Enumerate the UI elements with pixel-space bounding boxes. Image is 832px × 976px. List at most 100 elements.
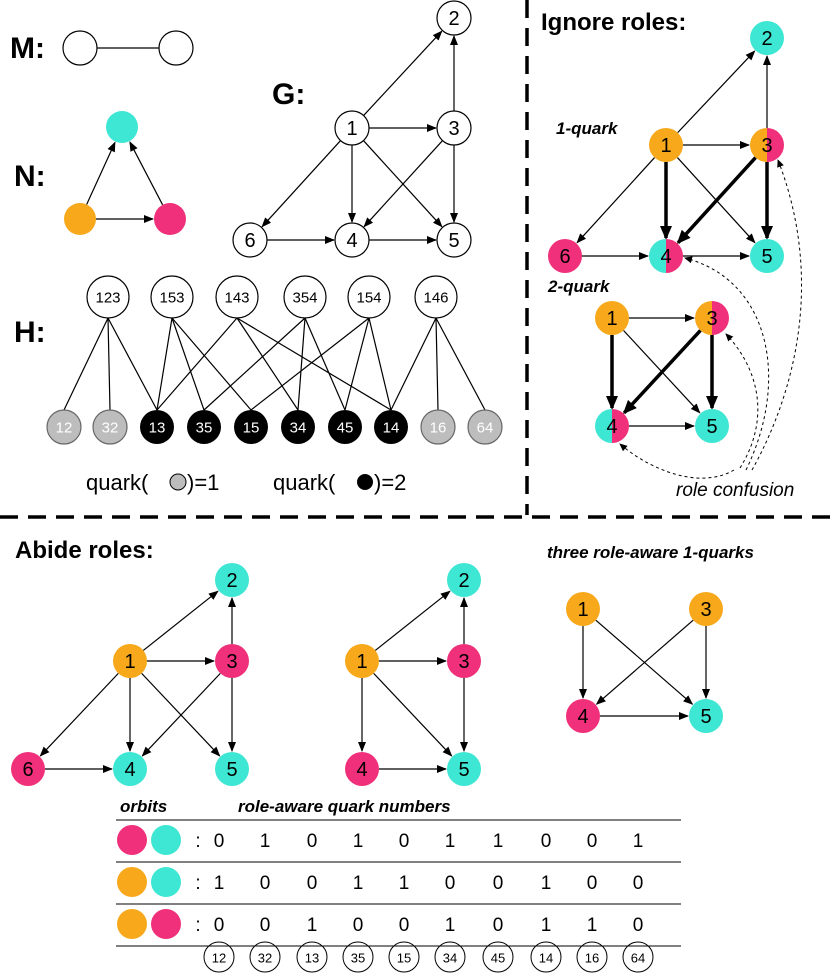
role-aware-edge (595, 619, 694, 705)
H-edge (368, 317, 392, 411)
H-edge (236, 317, 299, 411)
H-bottom-node-64: 64 (467, 409, 503, 445)
svg-text:34: 34 (443, 951, 457, 966)
svg-text:13: 13 (305, 951, 319, 966)
table-cell: 0 (399, 915, 410, 936)
svg-text:4: 4 (346, 230, 357, 252)
H-edge (171, 317, 205, 411)
label-H: H: (14, 316, 46, 349)
abide2-node-1: 1 (345, 644, 379, 678)
column-node-64: 64 (622, 941, 654, 973)
abide2-edge (374, 590, 451, 651)
svg-text:1: 1 (660, 135, 671, 157)
N-node-magenta (154, 203, 186, 235)
svg-text:154: 154 (356, 290, 381, 307)
label-N: N: (14, 160, 46, 193)
H-edge (107, 317, 111, 411)
ignore-1quark-node-6: 6 (548, 239, 582, 273)
table-cell: 1 (445, 915, 456, 936)
abide1-edge (142, 590, 219, 651)
label-orbits: orbits (120, 797, 167, 816)
svg-text:3: 3 (706, 308, 717, 330)
table-cell: 0 (214, 915, 225, 936)
svg-text:1: 1 (346, 118, 357, 140)
ignore-2quark-node-4: 4 (595, 409, 629, 443)
svg-text:15: 15 (243, 420, 260, 437)
abide1-node-3: 3 (215, 644, 249, 678)
N-node-orange (64, 203, 96, 235)
H-edge (304, 317, 346, 411)
svg-text:16: 16 (585, 951, 599, 966)
abide1-node-1: 1 (113, 644, 147, 678)
svg-text:3: 3 (700, 599, 711, 621)
svg-text:2: 2 (226, 570, 237, 592)
abide1-node-4: 4 (113, 752, 147, 786)
table-cell: 1 (260, 831, 271, 852)
H-edge (250, 317, 370, 411)
table-cell: 0 (214, 831, 225, 852)
column-node-13: 13 (296, 941, 328, 973)
abide1-edge (141, 672, 221, 757)
row-colon: : (195, 831, 200, 852)
H-bottom-node-34: 34 (281, 410, 315, 444)
table-cell: 1 (541, 873, 552, 894)
H-bottom-node-15: 15 (234, 410, 268, 444)
H-bottom-node-16: 16 (420, 409, 456, 445)
ignore-1quark-node-3: 3 (750, 128, 784, 162)
svg-text:4: 4 (606, 416, 617, 438)
H-edge (390, 317, 437, 411)
table-cell: 1 (633, 831, 644, 852)
svg-text:4: 4 (356, 759, 367, 781)
svg-text:6: 6 (244, 230, 255, 252)
svg-text:1: 1 (356, 651, 367, 673)
label-role-aware-quark-numbers: role-aware quark numbers (238, 797, 451, 816)
column-node-15: 15 (388, 941, 420, 973)
column-node-16: 16 (576, 941, 608, 973)
confusion-arrow-to-2q-4 (619, 443, 735, 479)
abide2-edge (373, 672, 453, 757)
svg-text:1: 1 (577, 599, 588, 621)
table-cell: 0 (587, 873, 598, 894)
svg-text:2: 2 (458, 570, 469, 592)
quark2-prefix: quark( (273, 470, 336, 495)
svg-text:5: 5 (706, 416, 717, 438)
label-1-quark: 1-quark (556, 119, 619, 138)
column-node-45: 45 (482, 941, 514, 973)
svg-text:35: 35 (351, 951, 365, 966)
H-bottom-node-12: 12 (46, 409, 82, 445)
svg-text:3: 3 (761, 135, 772, 157)
quark2-suffix: )=2 (374, 470, 406, 495)
abide1-edge (39, 672, 119, 757)
H-top-node-354: 354 (283, 275, 327, 319)
svg-text:2: 2 (761, 28, 772, 50)
table-cell: 1 (399, 873, 410, 894)
svg-text:3: 3 (458, 651, 469, 673)
svg-text:5: 5 (458, 759, 469, 781)
H-edge (435, 317, 439, 411)
svg-text:146: 146 (423, 290, 448, 307)
ignore-1quark-bold-edge (676, 156, 757, 245)
M-node-left (62, 30, 98, 66)
abide1-node-2: 2 (215, 563, 249, 597)
svg-text:12: 12 (212, 951, 226, 966)
svg-text:4: 4 (577, 706, 588, 728)
abide2-node-4: 4 (345, 752, 379, 786)
svg-text:5: 5 (448, 230, 459, 252)
ignore-1quark-edge (677, 50, 756, 134)
table-cell: 0 (587, 831, 598, 852)
quark2-black-dot-icon (357, 474, 373, 490)
svg-text:32: 32 (258, 951, 272, 966)
confusion-arrow-to-2q-3 (725, 333, 759, 469)
svg-text:4: 4 (124, 759, 135, 781)
svg-text:4: 4 (660, 246, 671, 268)
svg-text:143: 143 (224, 290, 249, 307)
svg-text:354: 354 (292, 290, 317, 307)
row-colon: : (195, 915, 200, 936)
table-cell: 0 (260, 915, 271, 936)
orbit-dot-icon (151, 867, 181, 897)
G-edge (261, 140, 341, 228)
